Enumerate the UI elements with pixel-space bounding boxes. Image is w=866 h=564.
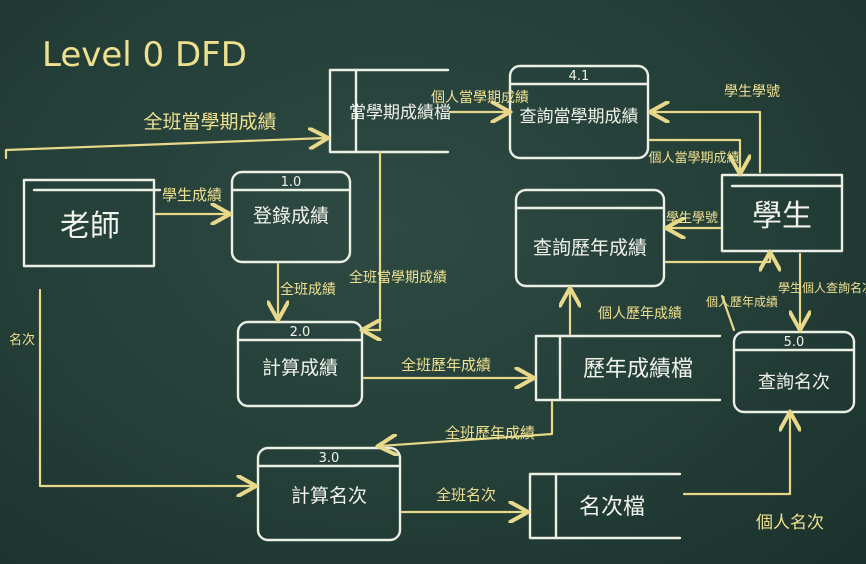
store-semester-scores: 當學期成績檔 xyxy=(328,68,451,154)
process-5-id: 5.0 xyxy=(784,335,805,350)
flow-hist-2-line xyxy=(720,294,736,332)
flow-left-edge-label: 名次 xyxy=(9,332,35,348)
flow-personal-rank-label: 個人名次 xyxy=(756,513,824,533)
store-rank: 名次檔 xyxy=(528,472,682,540)
flow-class-hist-in-label: 全班歷年成績 xyxy=(401,356,491,374)
flow-personal-hist-label: 個人歷年成績 xyxy=(598,306,682,322)
process-2-name: 計算成績 xyxy=(262,357,338,379)
flow-store-to-p2 xyxy=(364,150,380,330)
process-history-query-name: 查詢歷年成績 xyxy=(533,237,647,259)
flow-student-to-p4 xyxy=(652,112,762,174)
process-2-id: 2.0 xyxy=(290,325,311,340)
process-1-name: 登錄成績 xyxy=(253,205,329,227)
flow-class-sem-top xyxy=(4,138,326,160)
flow-store-history-to-p3 xyxy=(380,400,554,446)
flow-personal-sem-2-label: 個人當學期成績 xyxy=(648,151,739,166)
flow-class-rank-label: 全班名次 xyxy=(436,486,496,504)
flow-p4-to-student xyxy=(648,138,740,172)
flow-class-sem-2-label: 全班當學期成績 xyxy=(349,269,447,286)
process-3-id: 3.0 xyxy=(319,451,340,466)
process-3: 3.0 計算名次 xyxy=(256,446,402,542)
flow-personal-hist-2-label: 個人歷年成績 xyxy=(706,295,778,309)
flow-left-to-p3 xyxy=(38,288,254,486)
store-semester-scores-label: 當學期成績檔 xyxy=(349,103,451,123)
store-rank-label: 名次檔 xyxy=(579,495,645,520)
process-5: 5.0 查詢名次 xyxy=(732,330,856,414)
entity-teacher-label: 老師 xyxy=(60,209,120,244)
flow-history-to-student xyxy=(664,254,770,262)
flow-student-scores-label: 學生成績 xyxy=(162,186,222,204)
flow-class-sem-top-label: 全班當學期成績 xyxy=(143,111,276,133)
flow-class-hist-out-label: 全班歷年成績 xyxy=(445,424,535,442)
entity-teacher: 老師 xyxy=(22,178,162,268)
process-history-query: 查詢歷年成績 xyxy=(514,188,666,288)
entity-student: 學生 xyxy=(720,173,844,253)
process-3-name: 計算名次 xyxy=(291,485,367,507)
flow-student-ask-rank-label: 學生個人查詢名次 xyxy=(778,280,866,295)
process-4: 4.1 查詢當學期成績 xyxy=(508,64,650,160)
diagram-title: Level 0 DFD xyxy=(42,35,247,75)
store-history-scores-label: 歷年成績檔 xyxy=(583,357,693,382)
flow-personal-sem-label: 個人當學期成績 xyxy=(431,90,529,106)
process-2: 2.0 計算成績 xyxy=(236,320,364,408)
store-history-scores: 歷年成績檔 xyxy=(534,334,722,402)
flow-store-rank-to-p5 xyxy=(682,414,790,496)
process-5-name: 查詢名次 xyxy=(758,372,830,393)
flow-student-id-top-label: 學生學號 xyxy=(724,84,780,100)
flow-class-scores-label: 全班成績 xyxy=(280,281,336,298)
process-1-id: 1.0 xyxy=(281,175,302,190)
process-4-name: 查詢當學期成績 xyxy=(520,107,639,127)
process-4-id: 4.1 xyxy=(569,69,590,84)
process-1: 1.0 登錄成績 xyxy=(230,170,352,264)
entity-student-label: 學生 xyxy=(752,199,812,234)
flow-student-id-2-label: 學生學號 xyxy=(666,211,718,226)
